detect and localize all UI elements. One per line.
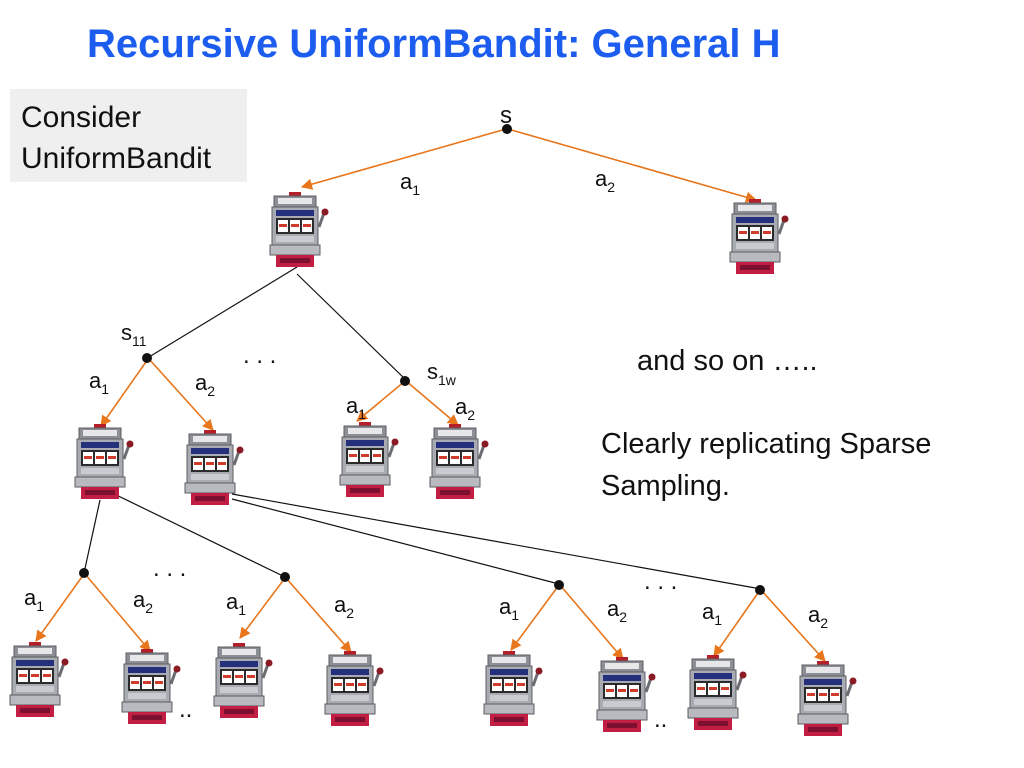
slot-machine-icon bbox=[8, 640, 70, 719]
action-label-a1: a1 bbox=[702, 599, 722, 628]
root-state-label: s bbox=[500, 102, 512, 129]
slot-machine-icon bbox=[323, 649, 385, 728]
state-node bbox=[280, 572, 290, 582]
slot-machine-icon bbox=[686, 653, 748, 732]
slot-machine-icon bbox=[120, 647, 182, 726]
action-label-a2: a2 bbox=[808, 602, 828, 631]
action-label-a2: a2 bbox=[133, 587, 153, 616]
state-node-s1w bbox=[400, 376, 410, 386]
action-label-a1: a1 bbox=[226, 589, 246, 618]
state-node bbox=[554, 580, 564, 590]
slot-machine-icon bbox=[482, 649, 544, 728]
slot-machine-icon bbox=[183, 428, 245, 507]
slot-machine-icon bbox=[73, 422, 135, 501]
action-label-a1: a1 bbox=[499, 594, 519, 623]
slot-machine-icon bbox=[268, 190, 330, 269]
ellipsis: . . . bbox=[644, 568, 677, 595]
slot-machine-icon bbox=[338, 420, 400, 499]
slot-machine-icon bbox=[728, 197, 790, 276]
action-label-a2: a2 bbox=[455, 394, 475, 423]
action-label-a2: a2 bbox=[595, 166, 615, 195]
state-node-root bbox=[502, 124, 512, 134]
and-so-on-text: and so on ….. bbox=[637, 345, 818, 377]
callout-line-2: UniformBandit bbox=[21, 142, 212, 175]
state-label-s11: s11 bbox=[121, 320, 147, 349]
ellipsis: . . . bbox=[153, 555, 186, 582]
callout-line-1: Consider bbox=[21, 101, 142, 134]
action-label-a2: a2 bbox=[607, 596, 627, 625]
action-label-a2: a2 bbox=[334, 592, 354, 621]
slot-machine-icon bbox=[595, 655, 657, 734]
slide-title: Recursive UniformBandit: General H bbox=[87, 22, 781, 66]
action-label-a1: a1 bbox=[346, 393, 366, 422]
dots: .. bbox=[179, 696, 192, 723]
clearly-replicating-line-2: Sampling. bbox=[601, 470, 730, 502]
slot-machine-icon bbox=[428, 422, 490, 501]
state-node bbox=[79, 568, 89, 578]
state-node bbox=[755, 585, 765, 595]
state-node-s11 bbox=[142, 353, 152, 363]
slot-machine-icon bbox=[212, 641, 274, 720]
state-label-s1w: s1w bbox=[427, 359, 457, 388]
clearly-replicating-line-1: Clearly replicating Sparse bbox=[601, 428, 932, 460]
ellipsis: . . . bbox=[243, 342, 276, 369]
dots: .. bbox=[654, 706, 667, 733]
consider-callout: Consider UniformBandit bbox=[10, 89, 247, 182]
action-label-a2: a2 bbox=[195, 370, 215, 399]
action-label-a1: a1 bbox=[24, 585, 44, 614]
slot-machine-icon bbox=[796, 659, 858, 738]
action-label-a1: a1 bbox=[400, 169, 420, 198]
action-label-a1: a1 bbox=[89, 368, 109, 397]
